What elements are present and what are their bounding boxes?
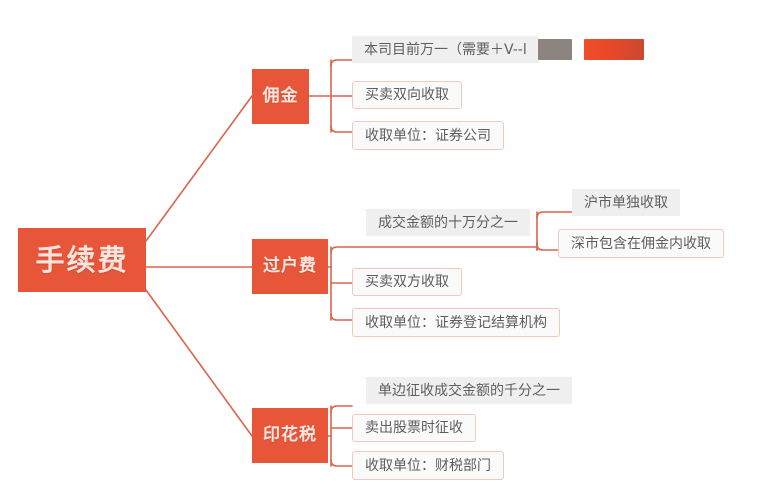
leaf-node-stamp-rate-label: 单边征收成交金额的千分之一 — [378, 382, 560, 399]
wire-transfer-sub-child-1 — [536, 211, 573, 219]
leaf-node-stamp-timing[interactable]: 卖出股票时征收 — [352, 414, 476, 442]
root-node-label: 手续费 — [35, 242, 129, 277]
leaf-node-stamp-collector[interactable]: 收取单位：财税部门 — [352, 451, 504, 480]
root-node[interactable]: 手续费 — [18, 228, 146, 292]
leaf-node-stamp-collector-label: 收取单位：财税部门 — [365, 457, 491, 474]
leaf-node-transfer-collector-label: 收取单位：证券登记结算机构 — [365, 314, 547, 331]
leaf-node-transfer-shenzhen-label: 深市包含在佣金内收取 — [571, 235, 711, 252]
wire-transfer-sub-child-2 — [536, 243, 559, 251]
leaf-node-commission-collector-label: 收取单位：证券公司 — [365, 127, 491, 144]
leaf-node-stamp-timing-label: 卖出股票时征收 — [365, 420, 463, 436]
leaf-node-transfer-shanghai[interactable]: 沪市单独收取 — [572, 189, 680, 216]
leaf-node-transfer-direction-label: 买卖双方收取 — [365, 274, 449, 290]
wire-transfer-child-1 — [330, 246, 353, 254]
leaf-node-transfer-collector[interactable]: 收取单位：证券登记结算机构 — [352, 308, 560, 337]
branch-node-transfer-fee[interactable]: 过户费 — [252, 239, 328, 294]
branch-node-commission[interactable]: 佣金 — [252, 69, 309, 124]
leaf-node-transfer-shanghai-label: 沪市单独收取 — [584, 194, 668, 211]
wire-transfer-child-3 — [330, 313, 353, 321]
leaf-node-commission-direction[interactable]: 买卖双向收取 — [352, 81, 462, 109]
wire-stamp-child-3 — [330, 459, 353, 467]
wire-root-to-stamp — [145, 289, 253, 437]
leaf-node-stamp-rate[interactable]: 单边征收成交金额的千分之一 — [366, 377, 572, 404]
wire-stamp-child-1 — [330, 405, 353, 413]
branch-node-stamp-duty[interactable]: 印花税 — [252, 408, 328, 463]
branch-node-transfer-fee-label: 过户费 — [263, 256, 317, 276]
wire-commission-child-3 — [330, 125, 353, 133]
branch-node-stamp-duty-label: 印花税 — [263, 425, 317, 445]
wire-commission-child-1 — [330, 59, 353, 67]
branch-node-commission-label: 佣金 — [262, 86, 299, 106]
leaf-node-commission-direction-label: 买卖双向收取 — [365, 87, 449, 103]
leaf-node-transfer-direction[interactable]: 买卖双方收取 — [352, 268, 462, 296]
leaf-node-transfer-shenzhen[interactable]: 深市包含在佣金内收取 — [558, 229, 724, 258]
leaf-node-commission-rate[interactable]: 本司目前万一（需要＋V--l — [352, 36, 539, 63]
leaf-node-commission-rate-label: 本司目前万一（需要＋V--l — [364, 41, 527, 58]
leaf-node-commission-collector[interactable]: 收取单位：证券公司 — [352, 121, 504, 150]
redaction-block-orange — [584, 39, 644, 60]
leaf-node-transfer-rate-label: 成交金额的十万分之一 — [378, 214, 518, 231]
wire-root-to-commission — [145, 95, 253, 242]
redaction-block-gray — [538, 39, 572, 60]
leaf-node-transfer-rate[interactable]: 成交金额的十万分之一 — [366, 209, 530, 236]
